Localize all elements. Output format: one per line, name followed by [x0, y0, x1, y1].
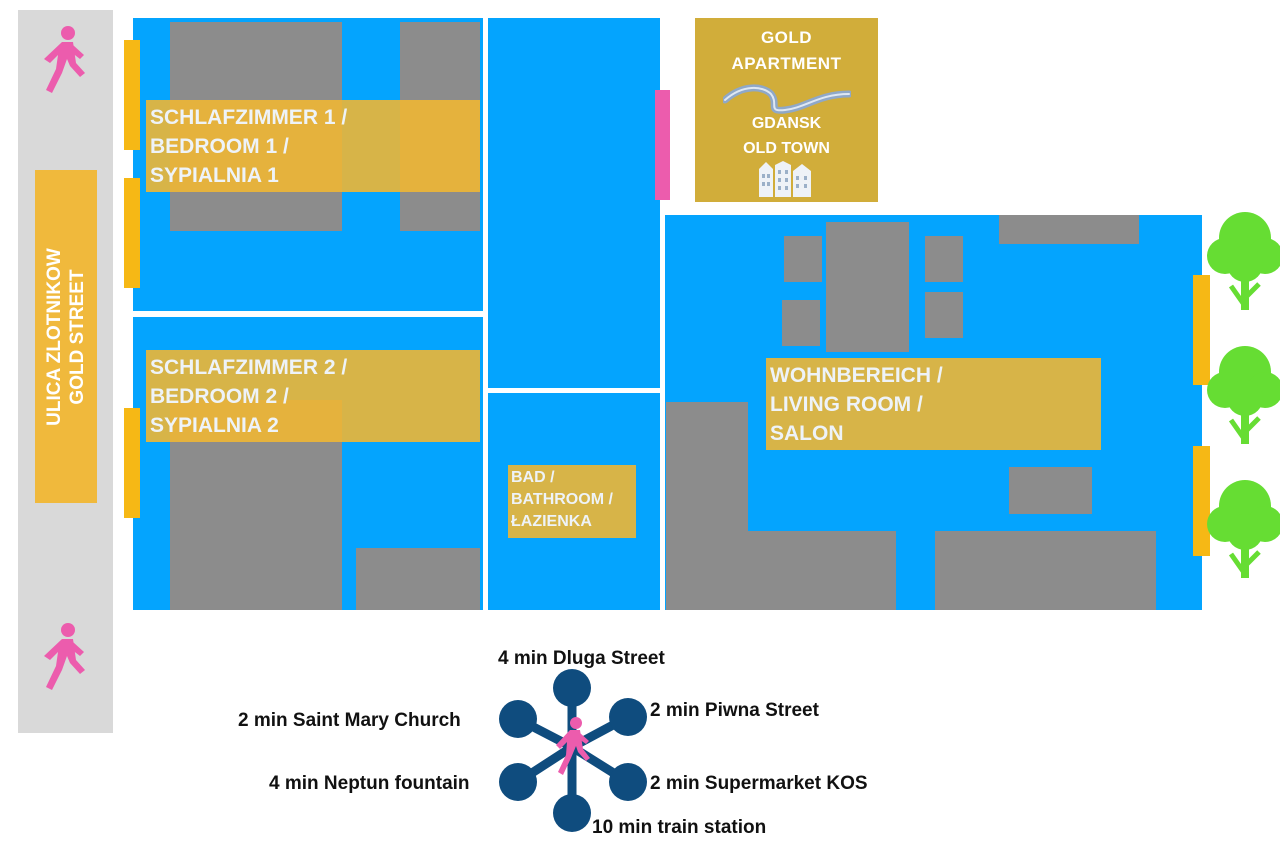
- wardrobe: [356, 548, 480, 610]
- chair: [925, 236, 963, 282]
- hub-node-piwna: [609, 698, 647, 736]
- bedroom-2-label: SCHLAFZIMMER 2 / BEDROOM 2 / SYPIALNIA 2: [146, 350, 480, 442]
- window: [1193, 446, 1210, 556]
- street-sign: ULICA ZLOTNIKOW GOLD STREET: [35, 170, 97, 503]
- tree-icon: [1207, 480, 1280, 578]
- destination-neptun-fountain: 4 min Neptun fountain: [269, 773, 470, 794]
- river-icon: [723, 84, 851, 114]
- gold-apartment-logo: GOLD APARTMENT GDANSK OLD TOWN: [695, 18, 878, 202]
- destination-dluga-street: 4 min Dluga Street: [498, 648, 665, 669]
- logo-line-2: APARTMENT: [731, 54, 842, 73]
- chair: [925, 292, 963, 338]
- entrance-door: [655, 90, 670, 200]
- coffee-table: [1009, 467, 1092, 514]
- logo-line-3: GDANSK: [751, 115, 822, 132]
- chair: [782, 300, 820, 346]
- dining-table: [826, 222, 909, 352]
- destination-saint-mary-church: 2 min Saint Mary Church: [238, 710, 461, 731]
- bedroom-1-label: SCHLAFZIMMER 1 / BEDROOM 1 / SYPIALNIA 1: [146, 100, 480, 192]
- living-room-label: WOHNBEREICH / LIVING ROOM / SALON: [766, 358, 1101, 450]
- window: [124, 178, 140, 288]
- chair: [784, 236, 822, 282]
- walking-person-icon: [44, 623, 85, 690]
- hub-node-neptun: [499, 763, 537, 801]
- street-name: ULICA ZLOTNIKOW GOLD STREET: [44, 247, 88, 426]
- hub-node-dluga: [553, 669, 591, 707]
- hub-node-kos: [609, 763, 647, 801]
- distance-hub-diagram: [499, 669, 647, 832]
- bathroom-label: BAD / BATHROOM / ŁAZIENKA: [508, 465, 636, 538]
- walking-person-icon: [556, 717, 590, 775]
- kitchen-counter: [666, 531, 896, 610]
- city-buildings-icon: [759, 161, 811, 197]
- hallway: [488, 18, 660, 388]
- logo-line-1: GOLD: [760, 28, 813, 47]
- tree-icon: [1207, 346, 1280, 444]
- sideboard: [999, 215, 1139, 244]
- hub-node-mary: [499, 700, 537, 738]
- destination-piwna-street: 2 min Piwna Street: [650, 700, 819, 721]
- tree-icon: [1207, 212, 1280, 310]
- window: [124, 40, 140, 150]
- sofa: [935, 531, 1156, 610]
- walking-person-icon: [44, 26, 85, 93]
- destination-train-station: 10 min train station: [592, 817, 767, 838]
- destination-supermarket-kos: 2 min Supermarket KOS: [650, 773, 868, 794]
- logo-line-4: OLD TOWN: [743, 140, 830, 157]
- window: [1193, 275, 1210, 385]
- window: [124, 408, 140, 518]
- hub-node-train: [553, 794, 591, 832]
